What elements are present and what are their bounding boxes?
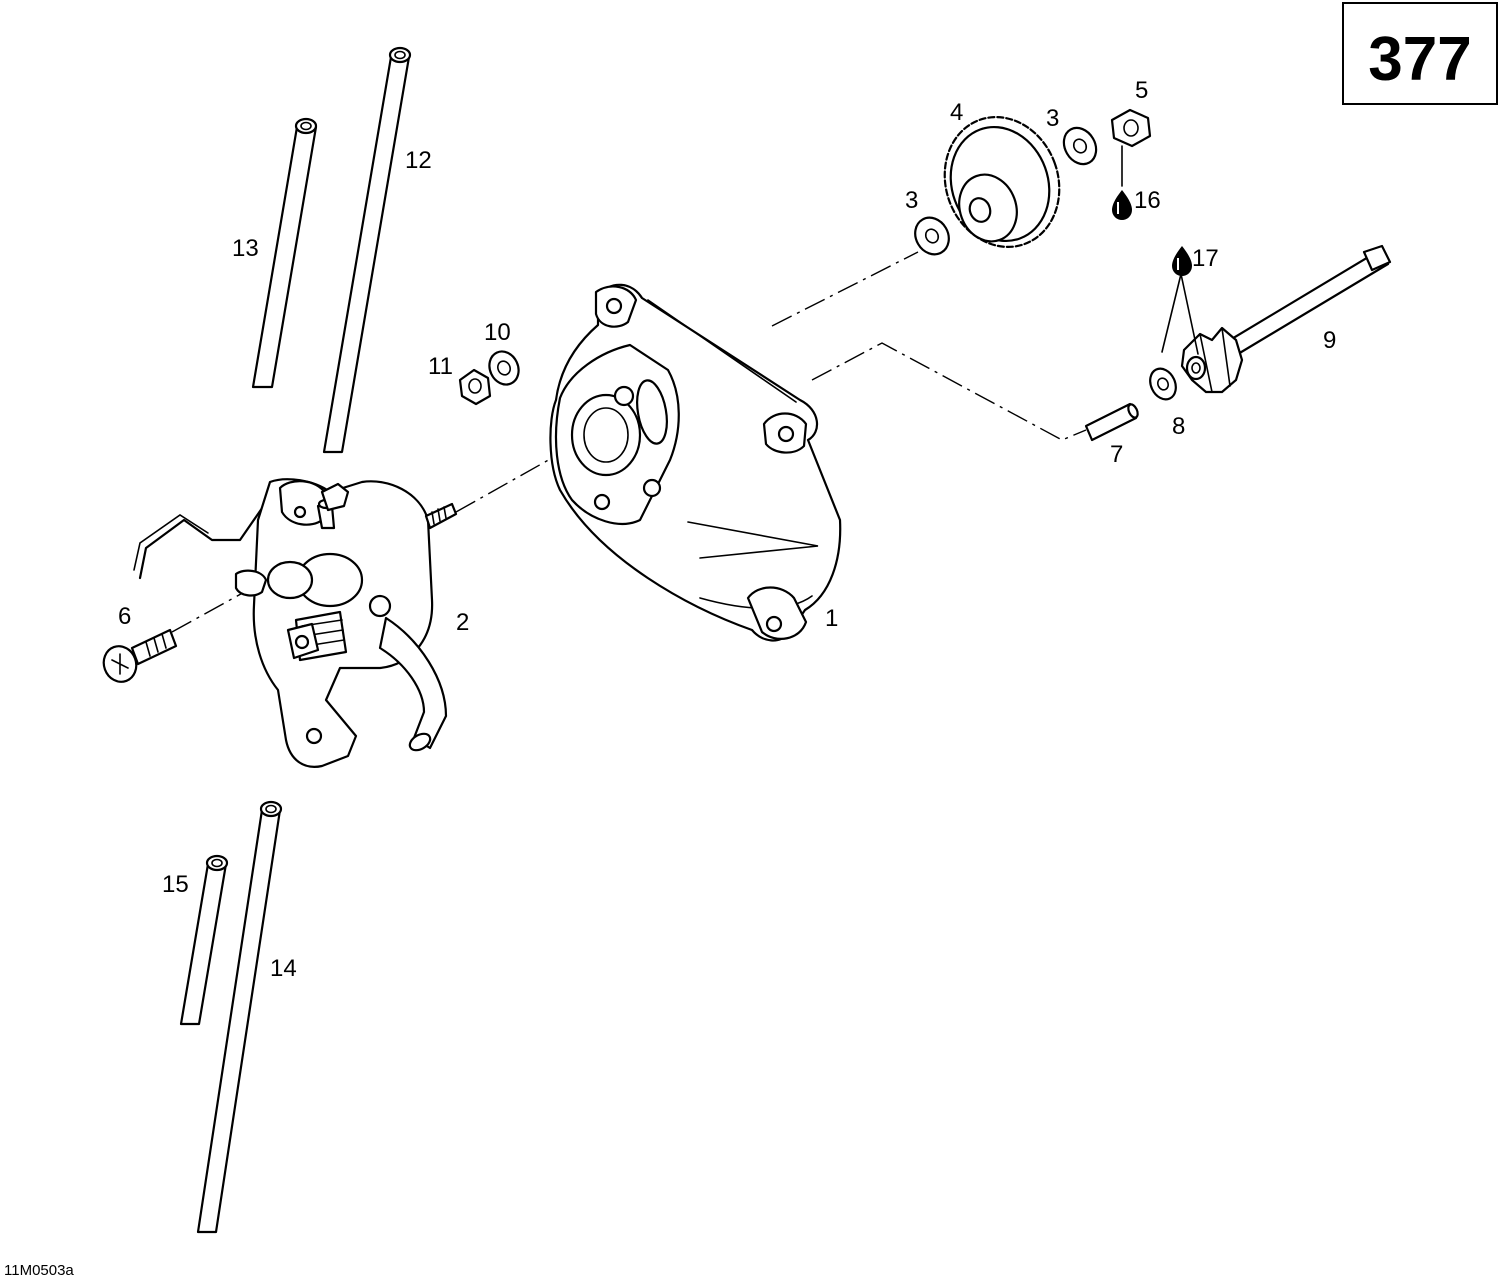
washer-8	[1149, 367, 1177, 401]
tube-12	[322, 46, 412, 454]
callout-15: 15	[162, 871, 189, 898]
oil-drop-icon	[1112, 190, 1132, 220]
elastic-nut-5	[1110, 108, 1152, 187]
callout-14: 14	[270, 955, 297, 982]
callout-2: 2	[456, 609, 469, 636]
callout-3a: 3	[905, 187, 918, 214]
assembly-axes	[171, 251, 1087, 633]
tube-14	[196, 800, 283, 1234]
callout-13: 13	[232, 235, 259, 262]
washer-3b	[1062, 126, 1098, 166]
washer-10	[488, 350, 520, 386]
page-number: 377	[1368, 25, 1471, 94]
screw-6	[102, 628, 178, 683]
callout-11: 11	[428, 353, 453, 380]
pump-shaft-9	[1161, 244, 1392, 394]
drive-gear	[943, 115, 1061, 249]
callout-3b: 3	[1046, 105, 1059, 132]
oil-drop-icon	[1172, 246, 1192, 276]
callout-7: 7	[1110, 441, 1123, 468]
callout-17: 17	[1192, 245, 1219, 272]
callout-16: 16	[1134, 187, 1161, 214]
pump-housing	[549, 283, 842, 642]
tube-13	[251, 117, 318, 389]
tube-15	[179, 854, 229, 1026]
callout-8: 8	[1172, 413, 1185, 440]
callout-10: 10	[484, 319, 511, 346]
callout-6: 6	[118, 603, 131, 630]
pin-7	[1084, 402, 1139, 442]
washer-3a	[914, 216, 950, 256]
callout-1: 1	[825, 605, 838, 632]
callout-12: 12	[405, 147, 432, 174]
callout-labels: 1 2 3 3 4 5 6 7 8 9 10 11 12 13 14 15 16…	[118, 77, 1336, 982]
nut-11	[458, 368, 492, 406]
callout-4: 4	[950, 99, 963, 126]
drawing-code: 11M0503a	[4, 1262, 74, 1279]
callout-9: 9	[1323, 327, 1336, 354]
oil-pump-assembly	[133, 478, 458, 768]
page-number-box: 377	[1342, 2, 1498, 105]
callout-5: 5	[1135, 77, 1148, 104]
